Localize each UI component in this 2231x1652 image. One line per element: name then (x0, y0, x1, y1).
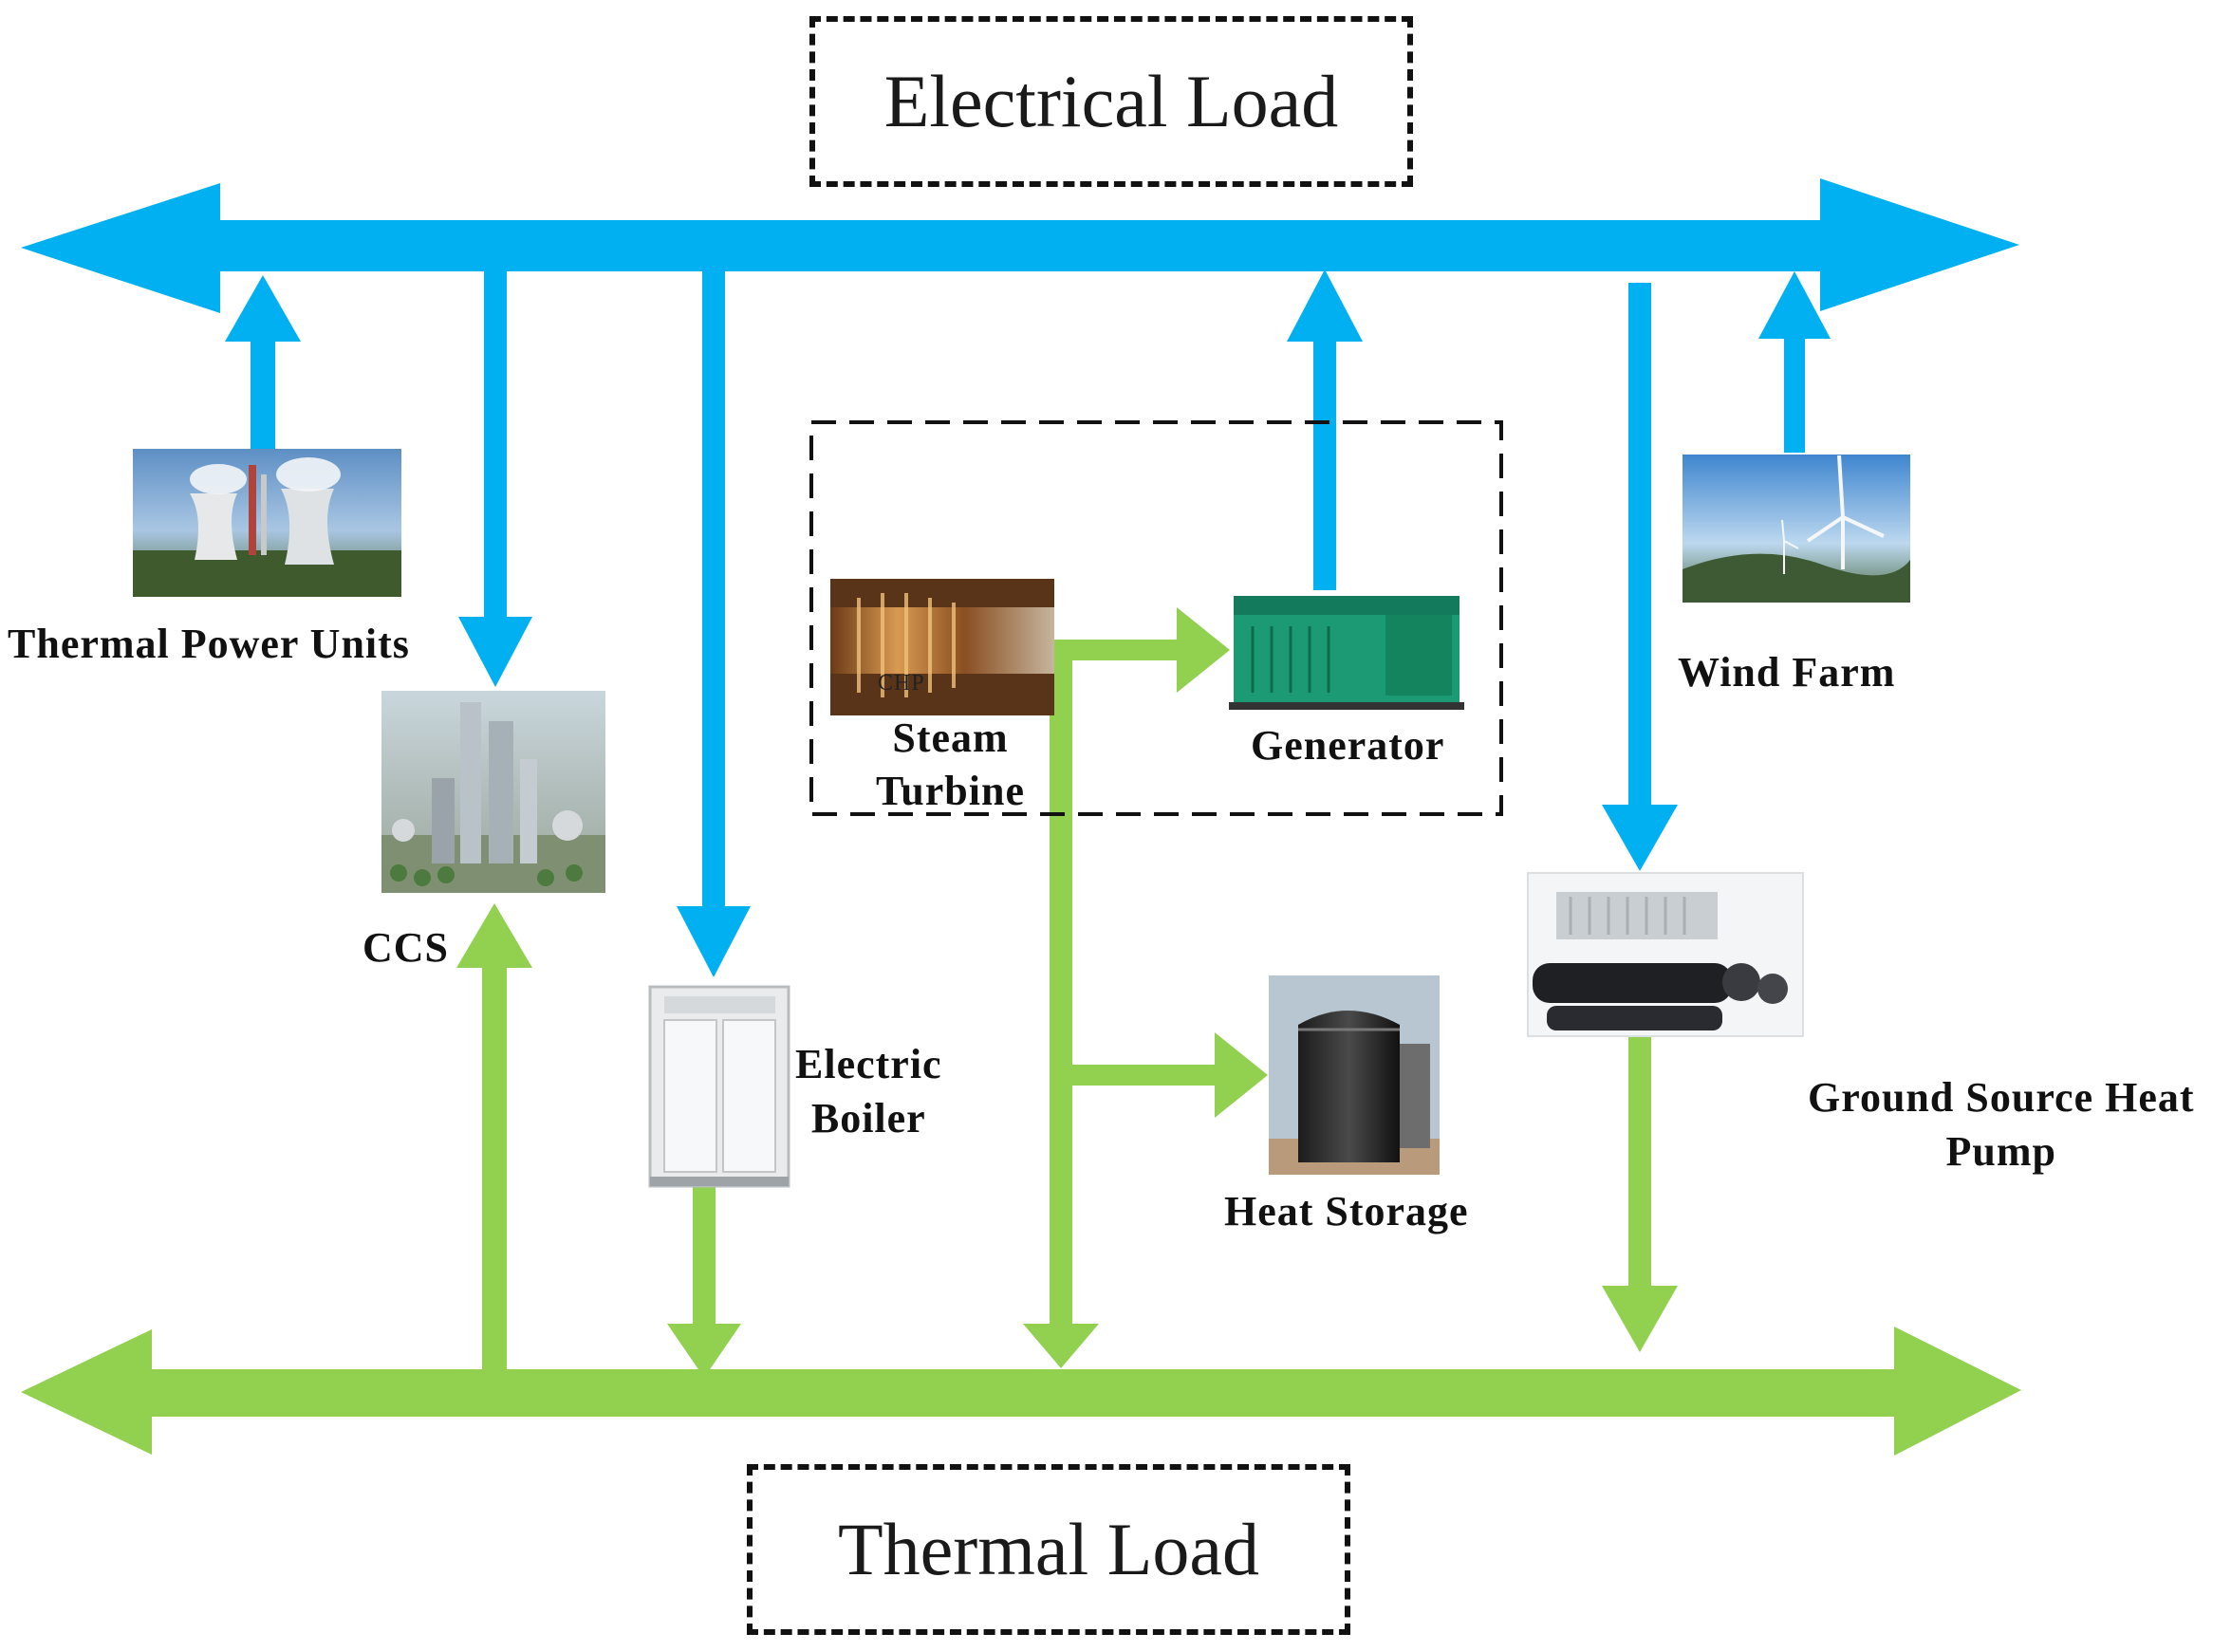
arrow-thermal-units-to-electric-bus (225, 275, 301, 454)
thermal-bus-arrow (21, 1327, 2021, 1456)
generator-label: Generator (1251, 722, 1445, 769)
electric-bus-arrow (21, 178, 2019, 313)
wind-farm-picture (1683, 455, 1910, 603)
thermal-load-label: Thermal Load (838, 1508, 1259, 1590)
ccs-label: CCS (363, 924, 450, 971)
ccs-plant-picture (381, 691, 605, 893)
thermal-load-box: Thermal Load (747, 1464, 1350, 1635)
arrow-electric-bus-to-heat-pump (1602, 283, 1678, 871)
thermal-power-plant-picture (133, 449, 401, 597)
electric-bus (21, 178, 2019, 313)
heat-storage-label: Heat Storage (1224, 1188, 1469, 1234)
arrow-electric-bus-to-ccs (458, 269, 532, 687)
heat-storage-picture (1269, 975, 1440, 1175)
electric-boiler-picture (648, 985, 790, 1188)
arrow-boiler-to-thermal-bus (667, 1186, 741, 1378)
steam-turbine-picture (830, 579, 1054, 715)
thermal-bus (21, 1327, 2021, 1456)
arrow-wind-farm-to-electric-bus (1758, 271, 1831, 453)
steam-turbine-heat-lines (1023, 607, 1268, 1368)
arrow-electric-bus-to-boiler (677, 269, 751, 977)
heat-pump-picture (1527, 872, 1804, 1037)
ground-source-heat-pump-label: Ground Source Heat Pump (1808, 1074, 2195, 1176)
thermal-power-units-label: Thermal Power Units (8, 621, 410, 667)
generator-picture (1229, 596, 1464, 710)
chp-tag: CHP (878, 671, 925, 696)
steam-turbine-label: Steam Turbine (876, 715, 1026, 815)
wind-farm-label: Wind Farm (1678, 649, 1896, 696)
arrow-thermal-bus-to-ccs (456, 903, 532, 1372)
chp-group-frame (809, 420, 1503, 816)
electrical-load-label: Electrical Load (883, 60, 1339, 142)
electric-boiler-label: Electric Boiler (795, 1041, 942, 1142)
electrical-load-box: Electrical Load (809, 16, 1413, 187)
arrow-heat-pump-to-thermal-bus (1602, 1032, 1678, 1352)
arrow-generator-to-electric-bus (1287, 269, 1363, 590)
